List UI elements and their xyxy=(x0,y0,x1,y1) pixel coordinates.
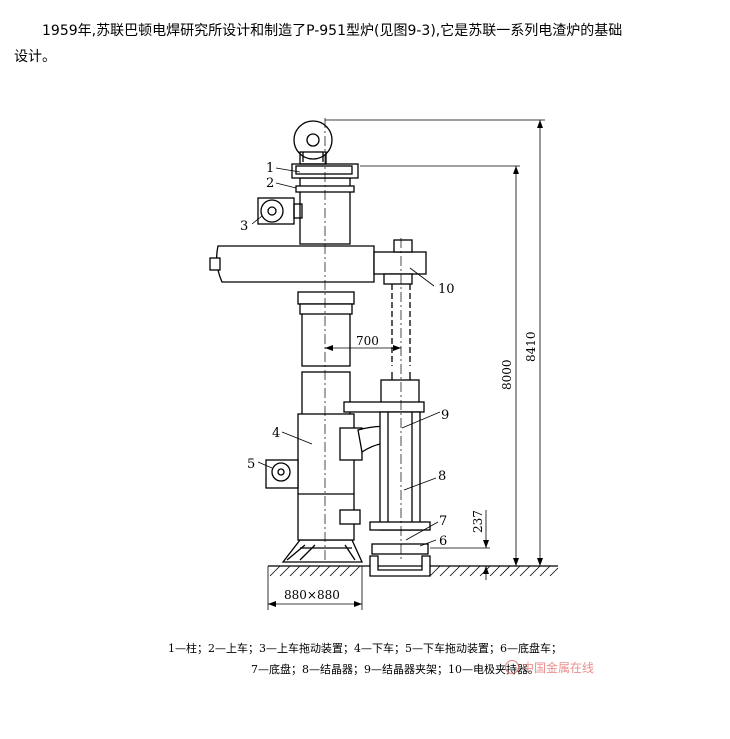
label-part-10: 10 xyxy=(438,282,455,297)
dim-height-8410: 8410 xyxy=(524,331,538,362)
leader-lines xyxy=(251,167,441,547)
column xyxy=(297,291,355,417)
ground-line xyxy=(268,565,559,577)
label-part-6: 6 xyxy=(439,534,447,549)
intro-line-2: 设计。 xyxy=(14,49,56,65)
lower-carriage xyxy=(297,413,363,541)
upper-carriage-drive xyxy=(257,197,303,225)
watermark-logo-icon xyxy=(505,660,519,674)
electrode-rods xyxy=(380,284,420,405)
top-pulley xyxy=(293,120,333,165)
dim-spacing: 700 xyxy=(356,334,379,348)
watermark: 中国金属在线 xyxy=(505,659,594,676)
caption-line-1: 1—柱；2—上车；3—上车拖动装置；4—下车；5—下车拖动装置；6—底盘车； xyxy=(168,642,562,655)
label-part-5: 5 xyxy=(247,457,255,472)
crystallizer xyxy=(369,411,431,531)
label-part-1: 1 xyxy=(266,161,274,176)
intro-line-1: 1959年,苏联巴顿电焊研究所设计和制造了P-951型炉(见图9-3),它是苏联… xyxy=(42,23,623,39)
label-part-7: 7 xyxy=(439,514,447,529)
label-part-9: 9 xyxy=(441,408,449,423)
arrowheads xyxy=(268,120,543,607)
label-part-3: 3 xyxy=(240,219,248,234)
dim-height-8000: 8000 xyxy=(500,359,514,390)
label-part-2: 2 xyxy=(266,176,274,191)
label-part-4: 4 xyxy=(272,426,280,441)
column-base xyxy=(281,539,364,563)
centerlines xyxy=(324,118,402,560)
lower-carriage-drive xyxy=(265,459,299,489)
intro-paragraph: 1959年,苏联巴顿电焊研究所设计和制造了P-951型炉(见图9-3),它是苏联… xyxy=(14,18,714,70)
label-part-8: 8 xyxy=(438,469,446,484)
electrode-holder-arm xyxy=(209,239,427,285)
caption-line-2: 7—底盘；8—结晶器；9—结晶器夹架；10—电极夹持器。 xyxy=(251,663,539,676)
watermark-text: 中国金属在线 xyxy=(522,661,595,675)
dim-footprint: 880×880 xyxy=(284,588,340,602)
dim-base-height: 237 xyxy=(471,510,485,533)
bottom-cart xyxy=(369,543,431,577)
